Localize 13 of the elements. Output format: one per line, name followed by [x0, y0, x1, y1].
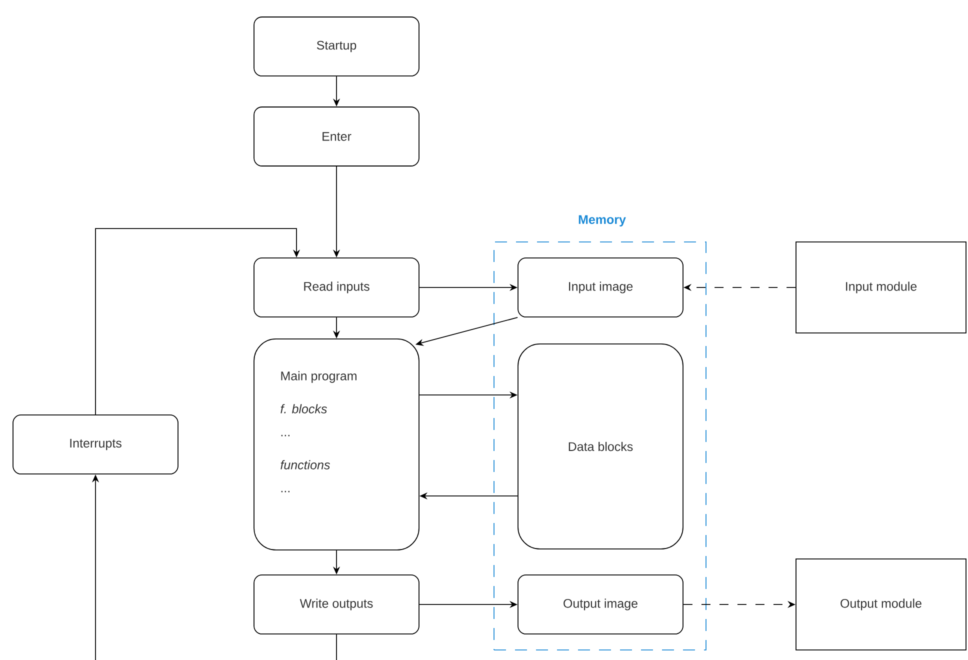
module-box: Input module — [796, 242, 966, 334]
memory-block: Data blocks — [518, 344, 684, 550]
process-box: Enter — [254, 106, 420, 166]
process-box: Output image — [518, 574, 684, 634]
module-box: Output module — [796, 558, 966, 650]
process-box: Main program f. blocks ... functions ... — [254, 338, 420, 550]
arrow — [95, 228, 300, 415]
process-box: Input image — [518, 258, 684, 318]
process-box: Startup — [254, 16, 420, 76]
process-box: Write outputs — [254, 574, 420, 634]
process-box: Read inputs — [254, 258, 420, 318]
process-box: Interrupts — [12, 414, 178, 474]
node-label: Memory — [578, 215, 626, 226]
